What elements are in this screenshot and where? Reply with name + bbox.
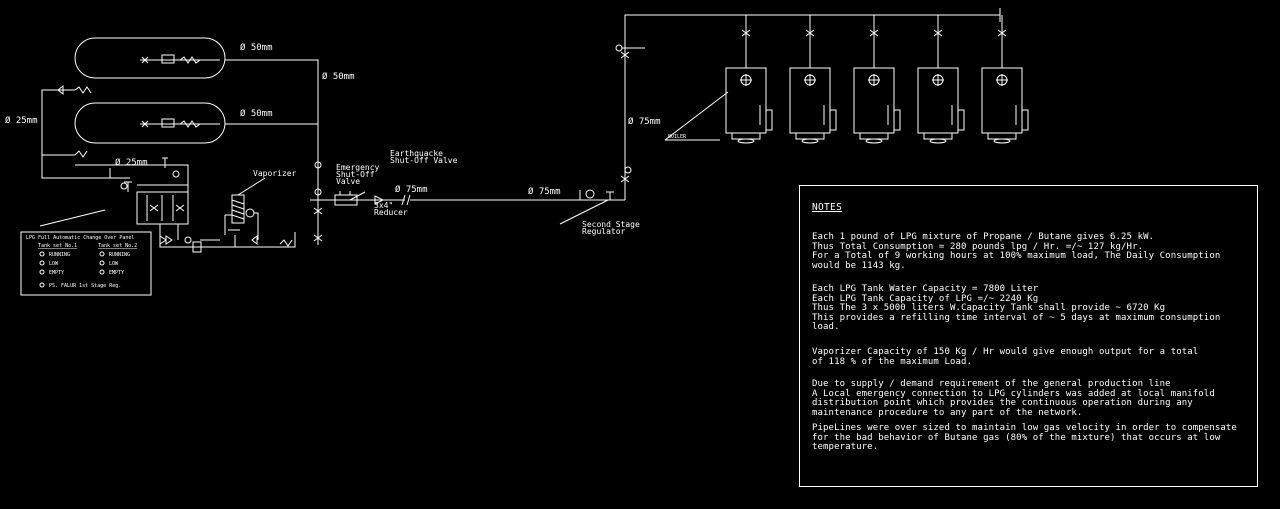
boiler-3 [853,15,901,144]
change-over-panel-unit [39,191,296,253]
boiler-leader-line [664,91,729,141]
panel-row-running-1: RUNNING [49,252,70,258]
panel-row-low-2: LOW [109,261,119,267]
notes-title: NOTES [812,202,843,213]
pipe-size-label: Ø 75mm [628,116,661,127]
pipe-size-label: Ø 75mm [528,186,561,197]
boiler-5 [981,15,1029,144]
boiler-1 [725,15,773,144]
pipe-size-label: Ø 75mm [395,184,428,195]
panel-row-empty-1: EMPTY [49,270,64,276]
status-lamp-icon [39,269,45,275]
notes-panel: NOTES Each 1 pound of LPG mixture of Pro… [799,185,1258,487]
note-pipeline-sizing: PipeLines were over sized to maintain lo… [812,423,1237,452]
pipe-size-label: Ø 50mm [240,108,273,119]
status-lamp-icon [39,260,45,266]
panel-col2: Tank set No.2 [98,243,137,249]
pipe-size-label: Ø 50mm [240,42,273,53]
status-lamp-icon [99,269,105,275]
note-tank-capacity: Each LPG Tank Water Capacity = 7800 Lite… [812,284,1221,332]
emergency-label: Emergency [336,163,380,172]
change-over-panel-legend: LPG Full Automatic Change Over Panel Tan… [20,231,152,296]
reducer-label: 3x4" [374,201,393,210]
emergency-label: Valve [336,177,360,186]
second-stage-regulator-icon [585,189,595,199]
second-stage-label: Second Stage [582,220,640,229]
lpg-tank-2 [74,102,226,144]
earthquake-label: Shut-Off Valve [390,156,458,165]
vaporizer-label: Vaporizer [253,169,297,178]
main-supply-line [334,8,1001,225]
status-lamp-icon [39,282,45,288]
pipe-size-label: Ø 50mm [322,71,355,82]
boiler-4 [917,15,965,144]
panel-row-running-2: RUNNING [109,252,130,258]
panel-row-empty-2: EMPTY [109,270,124,276]
status-lamp-icon [99,260,105,266]
lpg-tank-1 [74,37,226,79]
panel-col1: Tank set No.1 [38,243,77,249]
note-vaporizer: Vaporizer Capacity of 150 Kg / Hr would … [812,347,1199,367]
status-lamp-icon [39,251,45,257]
second-stage-label: Regulator [582,227,626,236]
boiler-label: BOILER [668,134,687,140]
pipe-size-label: Ø 25mm [115,157,148,168]
emergency-label: Shut-Off [336,170,375,179]
status-lamp-icon [99,251,105,257]
vaporizer [225,177,293,247]
tank-piping [41,59,335,245]
panel-title: LPG Full Automatic Change Over Panel [26,235,134,241]
boiler-2 [789,15,837,144]
pipe-size-label: Ø 25mm [5,115,38,126]
earthquake-label: Earthquacke [390,149,443,158]
note-emergency-connection: Due to supply / demand requirement of th… [812,379,1215,418]
note-consumption: Each 1 pound of LPG mixture of Propane /… [812,232,1221,271]
panel-row-low-1: LOW [49,261,59,267]
panel-footer: PS. FALUR 1st Stage Reg. [49,283,121,289]
reducer-label: Reducer [374,208,408,217]
